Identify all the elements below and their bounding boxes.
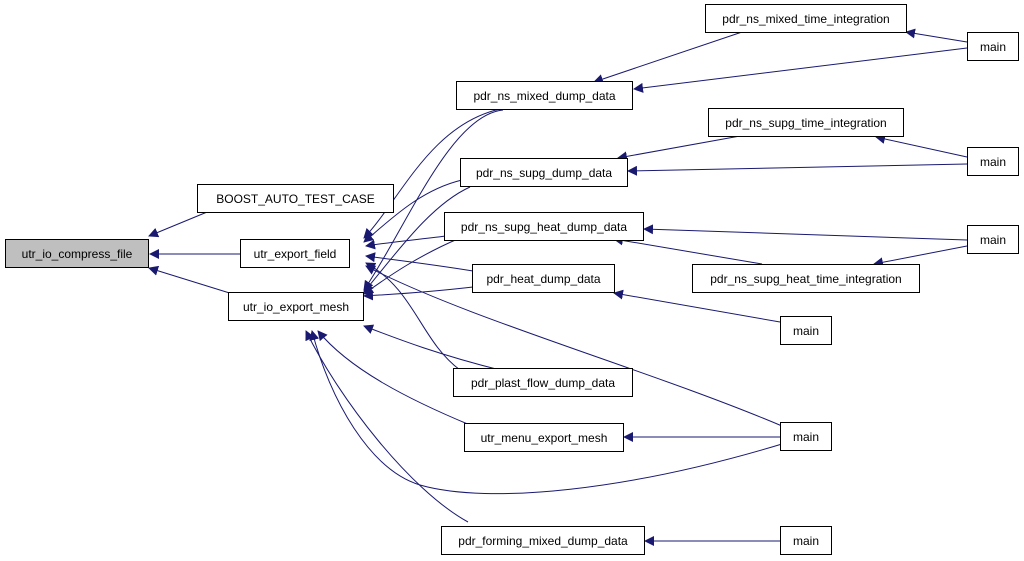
edge-main4-to-heat-dump — [613, 289, 781, 323]
node-utr-export-field[interactable]: utr_export_field — [240, 239, 350, 268]
edge-main1-to-ns-mixed-ti — [905, 28, 968, 43]
node-pdr-ns-supg-dump-data[interactable]: pdr_ns_supg_dump_data — [460, 158, 628, 187]
node-pdr-heat-dump-data[interactable]: pdr_heat_dump_data — [472, 264, 615, 293]
edge-ns-supg-dump-to-field — [363, 179, 463, 243]
edge-ns-mixed-dump-to-mesh — [363, 109, 504, 291]
edge-heat-dump-to-field — [365, 252, 474, 272]
edge-heat-dump-to-mesh — [363, 286, 474, 301]
node-main-1[interactable]: main — [967, 32, 1019, 61]
edge-ns-mixed-dump-to-field — [363, 108, 501, 239]
edge-ns-supg-dump-to-mesh — [363, 186, 471, 293]
node-pdr-ns-supg-heat-dump-data[interactable]: pdr_ns_supg_heat_dump_data — [444, 212, 644, 241]
node-main-3[interactable]: main — [967, 225, 1019, 254]
edge-main3-to-heat-ti — [873, 245, 968, 268]
node-pdr-ns-supg-heat-time-integration[interactable]: pdr_ns_supg_heat_time_integration — [692, 264, 920, 293]
node-main-4[interactable]: main — [780, 316, 832, 345]
node-utr-io-export-mesh[interactable]: utr_io_export_mesh — [228, 292, 364, 321]
edge-ns-supg-ti-to-dump — [617, 135, 741, 162]
node-main-6[interactable]: main — [780, 526, 832, 555]
edge-plast-flow-to-mesh — [363, 324, 501, 371]
edge-main2-to-ns-supg-dump — [627, 163, 968, 176]
edge-main3-to-ns-supg-heat-dump — [643, 224, 968, 241]
node-pdr-plast-flow-dump-data[interactable]: pdr_plast_flow_dump_data — [453, 368, 633, 397]
edge-plast-flow-to-field — [365, 262, 461, 371]
edge-boost-to-compress — [148, 209, 213, 238]
node-main-2[interactable]: main — [967, 147, 1019, 176]
edge-main5-to-field — [365, 265, 783, 427]
node-utr-io-compress-file: utr_io_compress_file — [5, 239, 149, 268]
edge-heat-ti-to-heat-dump — [613, 235, 763, 265]
edge-ns-supg-heat-dump-to-field — [365, 235, 447, 250]
edge-main1-to-ns-mixed-dump — [633, 47, 968, 93]
node-boost-auto-test-case[interactable]: BOOST_AUTO_TEST_CASE — [197, 184, 394, 213]
edge-main5-to-mesh — [309, 330, 783, 495]
node-pdr-ns-mixed-dump-data[interactable]: pdr_ns_mixed_dump_data — [456, 81, 633, 110]
node-pdr-ns-supg-time-integration[interactable]: pdr_ns_supg_time_integration — [708, 108, 904, 137]
node-pdr-ns-mixed-time-integration[interactable]: pdr_ns_mixed_time_integration — [705, 4, 907, 33]
node-utr-menu-export-mesh[interactable]: utr_menu_export_mesh — [464, 423, 624, 452]
edge-ns-supg-heat-dump-to-mesh — [363, 237, 461, 295]
edge-forming-to-mesh — [305, 330, 469, 523]
node-pdr-forming-mixed-dump-data[interactable]: pdr_forming_mixed_dump_data — [441, 526, 645, 555]
node-main-5[interactable]: main — [780, 422, 832, 451]
edge-menu-export-to-mesh — [317, 330, 471, 426]
edge-ns-mixed-ti-to-dump — [593, 29, 749, 84]
edge-main2-to-ns-supg-ti — [875, 134, 968, 158]
edge-export-mesh-to-compress — [148, 265, 237, 296]
